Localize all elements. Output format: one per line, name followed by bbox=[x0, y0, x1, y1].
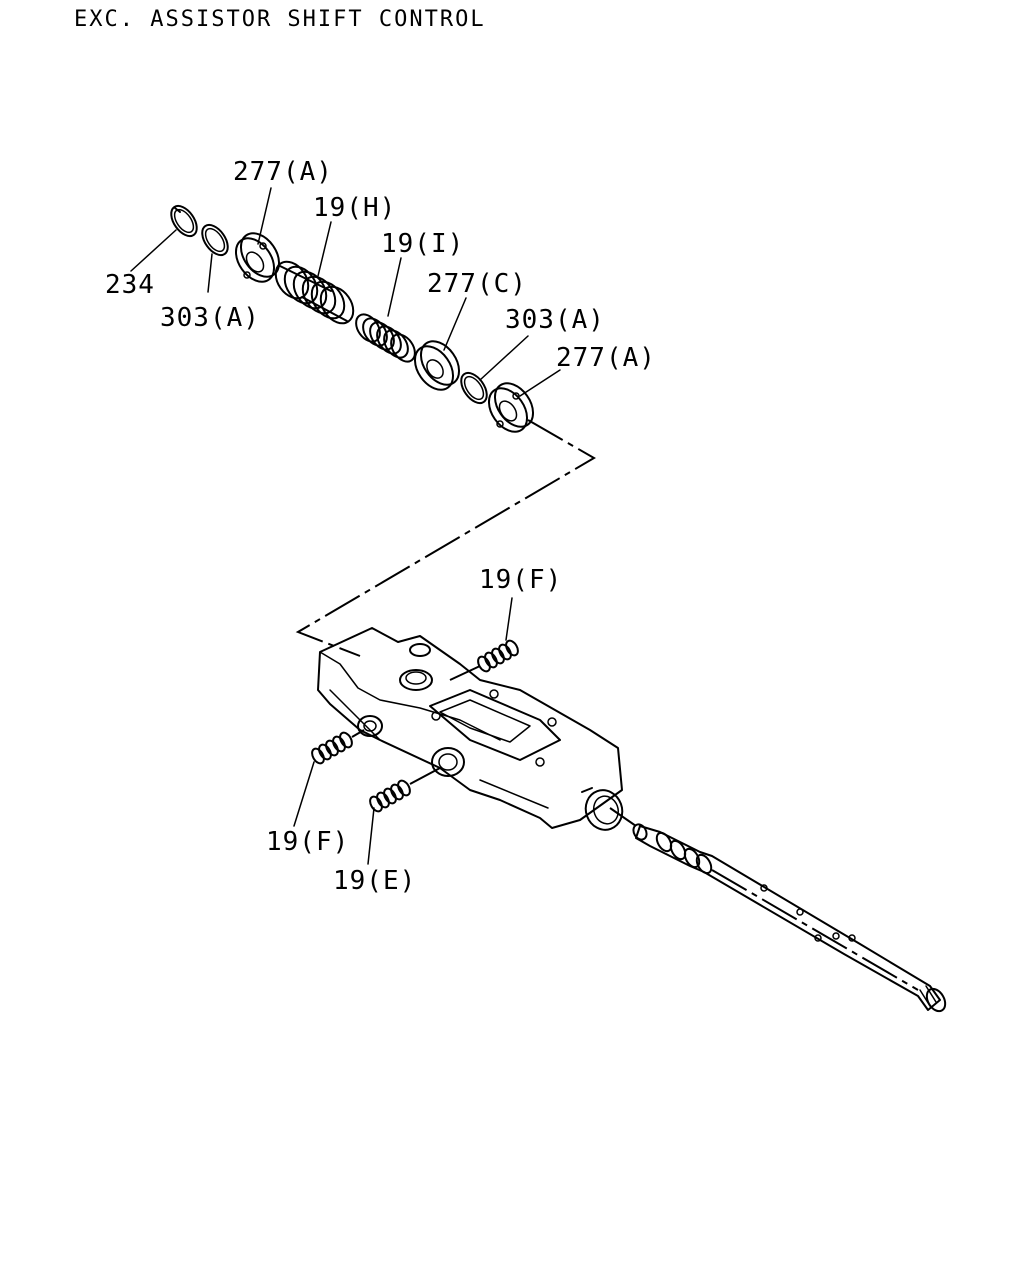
part-277a-washer-top[interactable] bbox=[228, 226, 287, 289]
valve-body[interactable] bbox=[317, 627, 628, 835]
callout-277a-right: 277(A) bbox=[556, 343, 656, 373]
assembly-centerline-upper bbox=[295, 419, 596, 657]
callout-303a-right: 303(A) bbox=[505, 305, 605, 335]
part-303a-snap-ring-right[interactable] bbox=[456, 368, 492, 407]
callout-234: 234 bbox=[105, 270, 155, 300]
part-303a-snap-ring-left[interactable] bbox=[197, 220, 233, 259]
callout-19e: 19(E) bbox=[333, 866, 416, 896]
part-19h-spring-large[interactable] bbox=[269, 256, 360, 330]
shift-shaft[interactable] bbox=[609, 807, 949, 1014]
callout-19h: 19(H) bbox=[313, 193, 396, 223]
callout-leaders-upper bbox=[130, 187, 561, 397]
callout-277c: 277(C) bbox=[427, 269, 527, 299]
callout-277a-top: 277(A) bbox=[233, 157, 333, 187]
diagram-title: EXC. ASSISTOR SHIFT CONTROL bbox=[74, 7, 486, 32]
part-277c-washer[interactable] bbox=[407, 334, 467, 397]
part-19i-spring-small[interactable] bbox=[351, 310, 420, 366]
part-234-snap-ring[interactable] bbox=[166, 201, 202, 240]
callout-19f-top: 19(F) bbox=[479, 565, 562, 595]
part-19f-spring-left[interactable] bbox=[310, 729, 365, 765]
callout-19f-left: 19(F) bbox=[266, 827, 349, 857]
part-277a-washer-right[interactable] bbox=[481, 376, 541, 439]
callout-303a-left: 303(A) bbox=[160, 303, 260, 333]
callout-leaders-lower bbox=[293, 597, 513, 865]
callout-19i: 19(I) bbox=[381, 229, 464, 259]
part-19f-spring-top[interactable] bbox=[449, 639, 520, 681]
part-19e-spring[interactable] bbox=[368, 767, 441, 813]
